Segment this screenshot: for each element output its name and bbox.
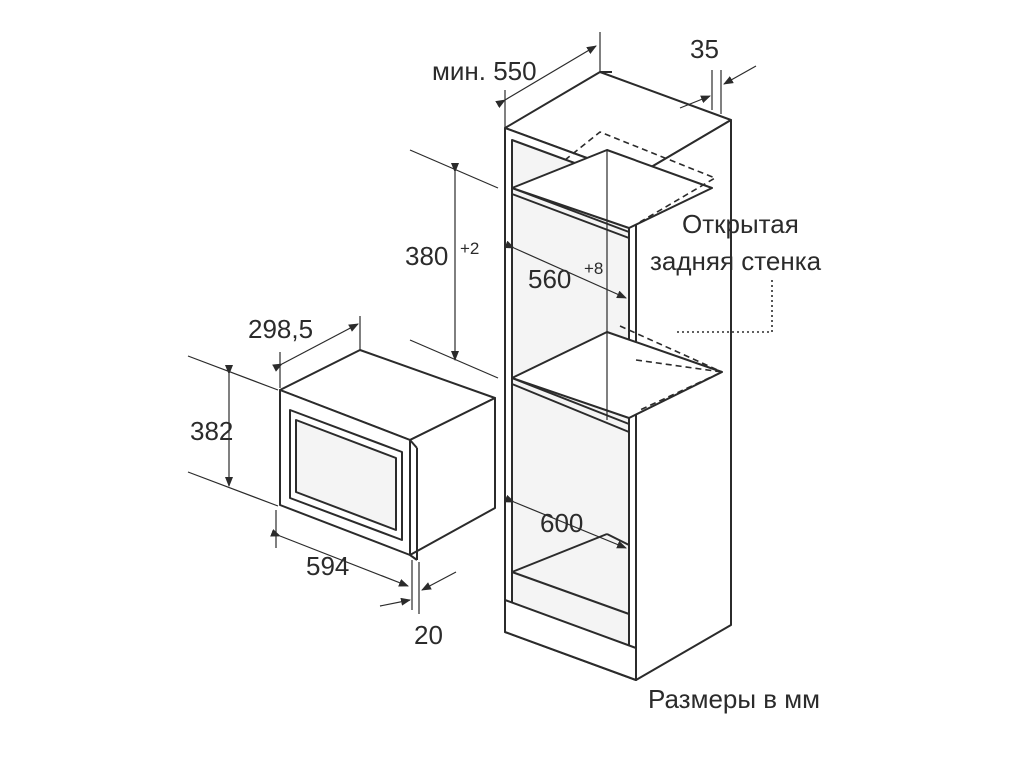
upper-shelf [511,149,713,229]
label-height-380: 380 [405,241,448,271]
cabinet-plinth [504,599,637,681]
cabinet [504,71,732,681]
label-min-550: мин. 550 [432,56,537,86]
open-back-note: Открытая задняя стенка [650,209,822,333]
label-depth-560-tolerance: +8 [584,259,603,278]
label-height-382: 382 [190,416,233,446]
dim-594: 594 [270,510,413,610]
dim-20: 20 [379,562,457,650]
dim-298-5: 298,5 [248,314,361,388]
open-back-upper [564,131,717,223]
oven [279,349,496,561]
label-width-594: 594 [306,551,349,581]
open-back-leader [676,280,773,333]
label-height-380-tolerance: +2 [460,239,479,258]
dim-560: 560 +8 [504,240,627,299]
dim-382: 382 [187,355,279,507]
label-depth-560: 560 [528,264,571,294]
label-open-back-1: Открытая [682,209,799,239]
dim-600: 600 [504,494,627,549]
dim-min-550: мин. 550 [432,32,601,128]
label-width-600: 600 [540,508,583,538]
label-open-back-2: задняя стенка [650,246,822,276]
dim-380: 380 +2 [405,149,499,379]
label-depth-298-5: 298,5 [248,314,313,344]
label-gap-35: 35 [690,34,719,64]
label-gap-20: 20 [414,620,443,650]
units-note: Размеры в мм [648,684,820,714]
dim-35: 35 [679,34,757,114]
